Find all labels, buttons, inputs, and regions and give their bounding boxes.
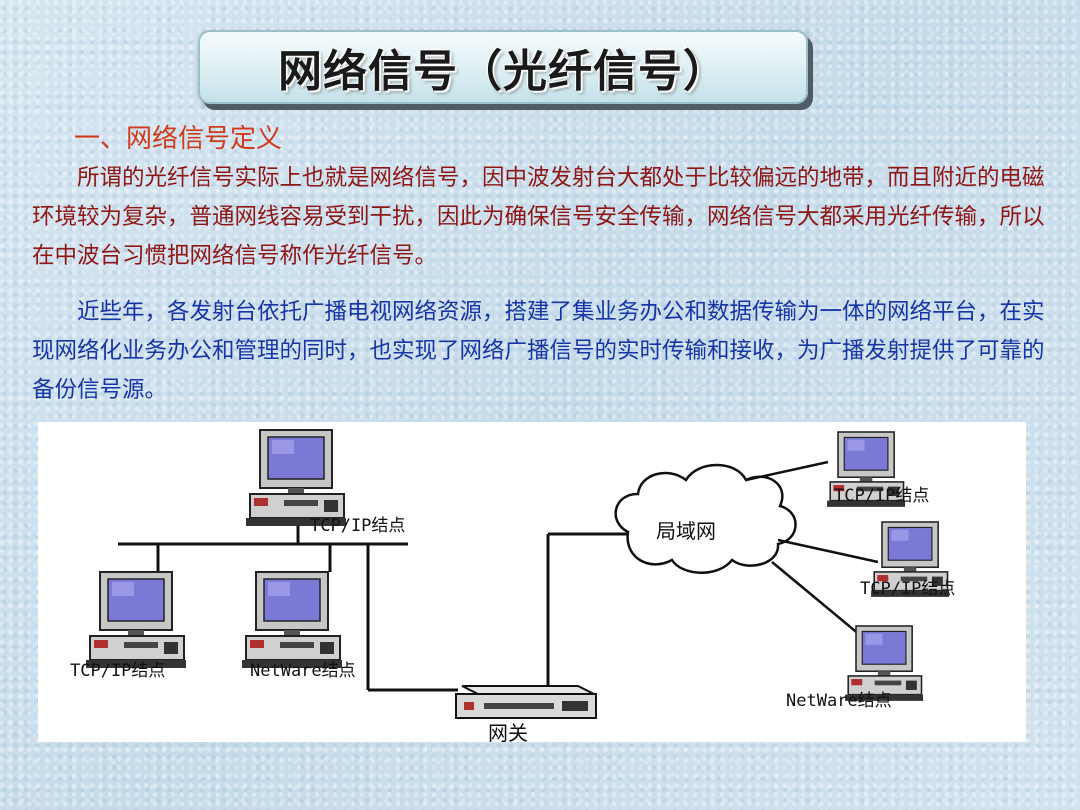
network-diagram: TCP/IP结点 TCP/IP结点 NetWare结点 网关: [38, 422, 1026, 742]
development-paragraph: 近些年，各发射台依托广播电视网络资源，搭建了集业务办公和数据传输为一体的网络平台…: [32, 299, 1045, 403]
node-label-right-top: TCP/IP结点: [834, 486, 929, 506]
node-label-bottom-middle: NetWare结点: [250, 661, 356, 681]
node-label-right-bottom: NetWare结点: [786, 691, 892, 711]
node-label-bottom-left: TCP/IP结点: [70, 661, 165, 681]
definition-paragraph: 所谓的光纤信号实际上也就是网络信号，因中波发射台大都处于比较偏远的地带，而且附近…: [32, 165, 1045, 269]
gateway-label: 网关: [488, 721, 528, 742]
lan-cloud-icon: [614, 463, 797, 574]
computer-icon: [241, 571, 343, 669]
cloud-label: 局域网: [656, 519, 716, 543]
page-title: 网络信号（光纤信号）: [278, 46, 728, 97]
section-heading: 一、网络信号定义: [74, 124, 283, 154]
title-banner: 网络信号（光纤信号）: [198, 30, 808, 104]
node-label-right-middle: TCP/IP结点: [860, 579, 955, 599]
computer-icon: [85, 571, 187, 669]
node-label-top-left: TCP/IP结点: [310, 516, 405, 536]
computer-icon: [245, 429, 347, 527]
computer-icon: [844, 625, 924, 702]
gateway-icon: [455, 685, 597, 719]
